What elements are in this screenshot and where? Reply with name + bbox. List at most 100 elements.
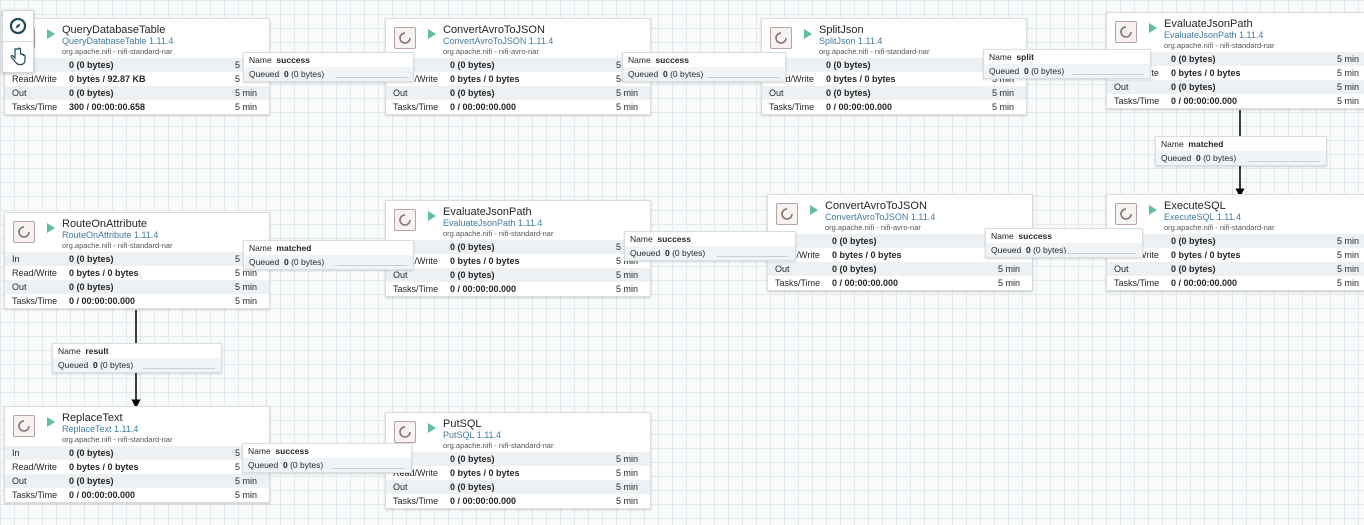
stat-window: 5 min [991,88,1014,98]
connection-name-row: Name success [630,234,691,244]
connection-name-row: Name success [249,55,310,65]
stat-value: 0 (0 bytes) [450,482,495,492]
stat-window: 5 min [234,490,257,500]
stat-label: Tasks/Time [393,284,439,294]
stat-window: 5 min [1336,96,1359,106]
queued-row: Queued 0 (0 bytes) [53,358,221,372]
processor-type: ReplaceText 1.11.4 [62,424,139,434]
processor-icon [13,415,35,437]
queued-size: (0 bytes) [291,257,325,267]
stat-value: 0 bytes / 0 bytes [832,250,902,260]
stat-label: Out [393,482,408,492]
running-status-icon [428,211,436,221]
stat-label: Out [1114,264,1129,274]
queued-label: Queued [249,257,280,267]
stat-label: Read/Write [12,74,57,84]
processor-name: ReplaceText [62,412,123,424]
processor-type: EvaluateJsonPath 1.11.4 [1164,30,1264,40]
processor-name: ConvertAvroToJSON [825,200,927,212]
stat-value: 0 / 00:00:00.000 [450,102,517,112]
queued-count: 0 [1025,245,1031,255]
stat-value: 0 (0 bytes) [69,254,114,264]
stat-value: 0 (0 bytes) [69,282,114,292]
queued-row: Queued 0 (0 bytes) [1156,151,1326,165]
queued-size: (0 bytes) [1033,245,1067,255]
stat-window: 5 min [991,102,1014,112]
queued-label: Queued [628,69,659,79]
processor-name: ExecuteSQL [1164,200,1226,212]
queued-count: 0 [1023,66,1029,76]
running-status-icon [428,29,436,39]
stat-value: 0 (0 bytes) [450,454,495,464]
processor-name: EvaluateJsonPath [443,206,532,218]
stat-value: 0 / 00:00:00.000 [826,102,893,112]
queued-row: Queued 0 (0 bytes) [623,67,785,81]
connection-name: split [1016,52,1034,62]
stat-value: 0 bytes / 0 bytes [450,468,520,478]
navigate-icon[interactable] [3,11,33,41]
processor-icon [776,203,798,225]
name-label: Name [991,231,1014,241]
stat-window: 5 min [615,256,638,266]
stat-window: 5 min [615,102,638,112]
stat-window: 5 min [1336,54,1359,64]
stat-row: In0 (0 bytes)5 min [5,252,269,266]
running-status-icon [1149,23,1157,33]
stat-window: 5 min [997,278,1020,288]
connection-name-row: Name result [58,346,109,356]
queue-progress-bar [707,77,779,78]
stat-row: 0 (0 bytes)5 min [386,452,650,466]
stat-label: Out [393,270,408,280]
stat-label: Tasks/Time [12,490,58,500]
stat-label: Read/Write [775,250,820,260]
stat-value: 0 (0 bytes) [826,88,871,98]
stat-value: 0 bytes / 0 bytes [69,268,139,278]
running-status-icon [47,417,55,427]
stat-label: Out [12,476,27,486]
stat-label: Read/Write [393,468,438,478]
queue-progress-bar [1072,74,1144,75]
stat-row: 0 (0 bytes)5 min [386,58,650,72]
queued-size: (0 bytes) [670,69,704,79]
stat-value: 0 bytes / 0 bytes [69,462,139,472]
pointer-hand-icon[interactable] [3,41,33,72]
stat-value: 0 (0 bytes) [826,60,871,70]
stat-label: Out [775,264,790,274]
stat-value: 0 (0 bytes) [69,60,114,70]
queue-progress-bar [333,468,405,469]
name-label: Name [1161,139,1184,149]
stat-label: Out [12,282,27,292]
queued-count: 0 [282,460,288,470]
processor-bundle: org.apache.nifi - nifi-standard-nar [62,47,173,56]
stat-value: 0 (0 bytes) [69,476,114,486]
stat-value: 0 (0 bytes) [450,60,495,70]
stat-value: 0 (0 bytes) [450,88,495,98]
queued-row: Queued 0 (0 bytes) [244,255,413,269]
